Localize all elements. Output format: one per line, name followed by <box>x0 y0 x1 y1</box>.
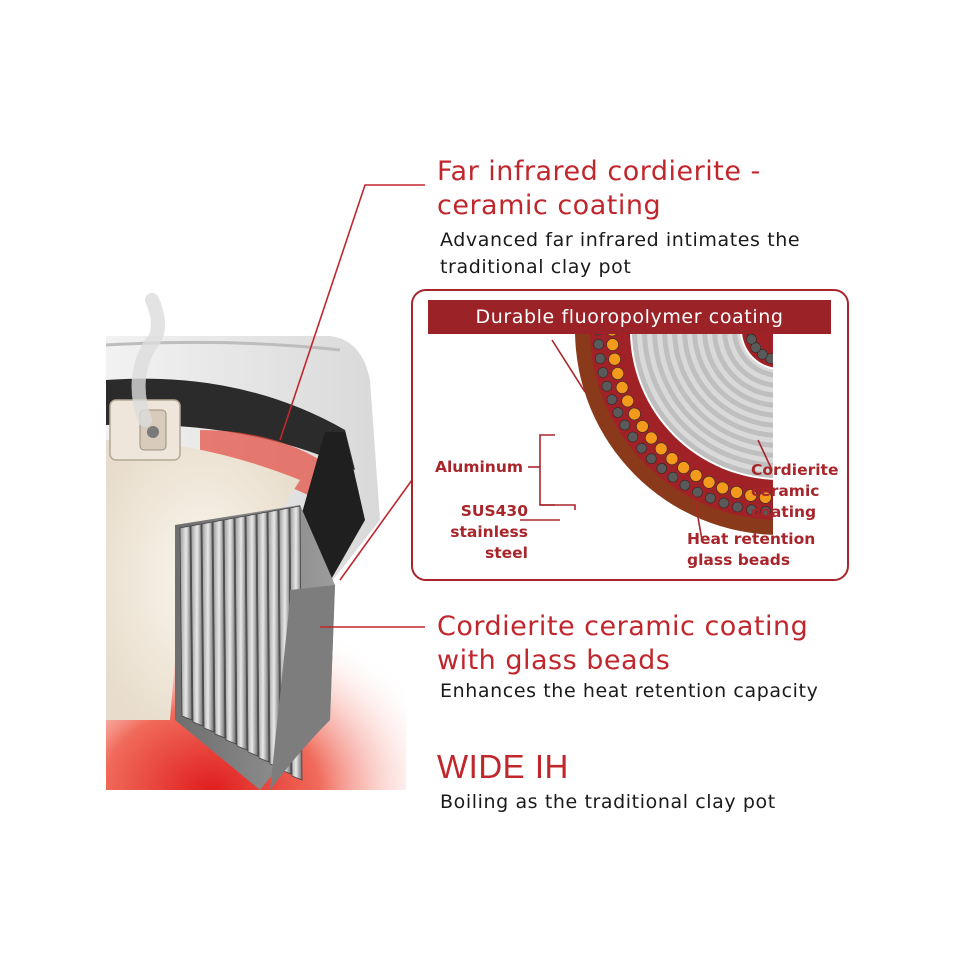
heat-retention-bead <box>636 420 649 433</box>
heat-retention-bead <box>744 489 758 502</box>
metal-core <box>632 334 773 478</box>
inset-banner: Durable fluoropolymer coating <box>428 300 831 334</box>
label-sus430: SUS430 stainless steel <box>443 501 528 564</box>
cordierite-bead <box>594 334 602 336</box>
leader-lines <box>279 184 425 628</box>
cordierite-bead <box>705 492 716 504</box>
cordierite-bead <box>746 504 757 516</box>
cordierite-bead <box>594 353 606 364</box>
coating-layers <box>575 334 773 535</box>
inner-bead <box>765 353 773 364</box>
top-callout-desc: Advanced far infrared intimates the trad… <box>440 227 800 281</box>
aluminum-band <box>652 334 773 458</box>
heat-retention-bead <box>759 491 772 504</box>
heat-retention-bead <box>608 352 621 366</box>
aluminum-band <box>682 334 773 428</box>
top-callout-desc-line1: Advanced far infrared intimates the <box>440 229 801 251</box>
heat-retention-bead <box>689 469 703 482</box>
aluminum-band <box>662 334 773 448</box>
heat-retention-bead <box>702 475 716 489</box>
pot-fin <box>256 511 270 763</box>
cordierite-bead <box>692 486 703 498</box>
heat-retention-bead <box>665 452 679 466</box>
cordierite-bead <box>597 367 609 378</box>
heat-retention-bead <box>716 481 729 495</box>
wide-ih-title: WIDE IH <box>437 748 569 785</box>
heat-retention-bead <box>628 407 641 421</box>
label-cordierite: Cordierite ceramic coating <box>751 460 838 523</box>
cordierite-bead <box>619 419 631 431</box>
label-sus430-line1: SUS430 <box>460 502 528 520</box>
cordierite-bead <box>593 338 604 350</box>
wide-ih-desc: Boiling as the traditional clay pot <box>440 791 776 813</box>
pot-fin <box>223 517 237 745</box>
cordierite-bead <box>656 463 668 474</box>
aluminum-band <box>712 334 773 398</box>
cordierite-bead <box>636 442 647 454</box>
inner-bead <box>746 334 757 345</box>
heat-retention-bead <box>606 338 619 351</box>
rice-cooker-cutaway <box>105 293 406 790</box>
label-sus430-line3: steel <box>485 544 528 562</box>
pot-fin <box>190 523 204 727</box>
pot-fin <box>234 515 248 751</box>
top-callout-title: Far infrared cordierite - ceramic coatin… <box>437 155 761 223</box>
aluminum-band <box>702 334 773 408</box>
middle-callout-title-line2: with glass beads <box>437 645 671 676</box>
top-callout-desc-line2: traditional clay pot <box>440 256 632 278</box>
cordierite-bead <box>612 407 624 418</box>
middle-callout-desc: Enhances the heat retention capacity <box>440 680 819 702</box>
aluminum-band <box>672 334 773 438</box>
heat-retention-bead <box>607 334 617 337</box>
label-cordierite-line1: Cordierite <box>751 461 839 479</box>
label-heat-retention: Heat retention glass beads <box>687 529 815 571</box>
heat-retention-bead <box>611 367 625 380</box>
middle-callout-title: Cordierite ceramic coating with glass be… <box>437 610 808 678</box>
layer-bracket <box>520 434 576 521</box>
heat-retention-bead <box>615 381 629 394</box>
heat-retention-bead <box>677 461 690 474</box>
cordierite-bead <box>645 453 657 465</box>
top-callout-title-line1: Far infrared cordierite - <box>437 156 761 187</box>
cordierite-bead <box>760 506 772 517</box>
inner-bead <box>746 334 754 336</box>
cordierite-bead <box>667 471 679 483</box>
cordierite-bead <box>718 497 730 509</box>
label-cordierite-line3: coating <box>751 503 817 521</box>
label-cordierite-line2: ceramic <box>751 482 820 500</box>
top-callout-title-line2: ceramic coating <box>437 190 662 221</box>
cordierite-bead <box>732 501 743 513</box>
heat-retention-bead <box>621 394 635 408</box>
heat-retention-bead <box>654 442 668 456</box>
middle-callout-title-line1: Cordierite ceramic coating <box>437 611 809 642</box>
cordierite-bead <box>679 479 691 491</box>
inset-leaders <box>551 339 773 541</box>
label-heat-line2: glass beads <box>687 551 791 569</box>
pot-fin <box>201 521 215 733</box>
label-heat-line1: Heat retention <box>687 530 816 548</box>
heat-retention-bead <box>644 431 658 445</box>
aluminum-band <box>692 334 773 418</box>
cordierite-bead <box>606 394 618 405</box>
label-sus430-line2: stainless <box>450 523 528 541</box>
heat-retention-bead <box>730 485 743 499</box>
inner-bead <box>757 348 768 360</box>
label-aluminum: Aluminum <box>435 458 524 476</box>
cordierite-bead <box>627 431 639 443</box>
aluminum-band <box>732 334 773 378</box>
cordierite-bead <box>601 380 613 392</box>
pot-fin <box>179 525 193 721</box>
aluminum-band <box>722 334 773 388</box>
pot-fin <box>212 519 226 739</box>
inner-bead <box>750 342 762 353</box>
pot-fin <box>245 513 259 757</box>
